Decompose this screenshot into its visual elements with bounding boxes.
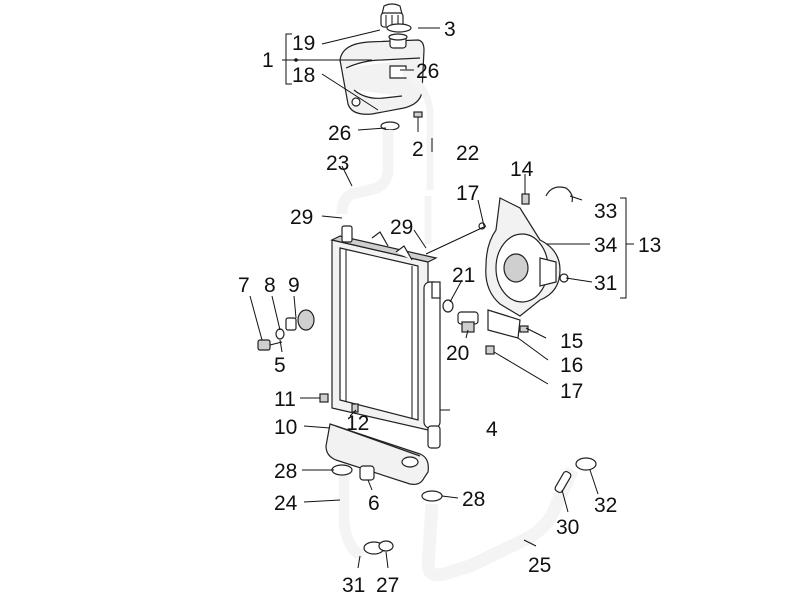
radiator [330, 225, 441, 449]
cap-seal [386, 23, 412, 33]
callout-1: 1 [262, 49, 274, 72]
fan-screws [478, 193, 569, 355]
callout-12: 12 [346, 412, 369, 435]
callout-27: 27 [376, 574, 399, 597]
callout-13: 13 [638, 234, 661, 257]
callout-20: 20 [446, 342, 469, 365]
drain-plug [359, 465, 375, 481]
fan-ring [545, 186, 573, 203]
callout-labels: 1 19 18 3 26 26 2 22 23 29 29 17 14 33 3… [238, 18, 661, 597]
callout-19: 19 [292, 32, 315, 55]
callout-29a: 29 [290, 206, 313, 229]
callout-25: 25 [528, 554, 551, 577]
callout-5: 5 [274, 354, 286, 377]
callout-24: 24 [274, 492, 298, 515]
callout-3: 3 [444, 18, 456, 41]
callout-6: 6 [368, 492, 380, 515]
callout-26b: 26 [328, 122, 351, 145]
hose-23 [336, 130, 394, 215]
callout-22: 22 [456, 142, 479, 165]
hose-22 [402, 68, 434, 244]
callout-34: 34 [594, 234, 618, 257]
callout-28b: 28 [462, 488, 485, 511]
bracket-13 [620, 197, 634, 299]
callout-17b: 17 [560, 380, 583, 403]
callout-31b: 31 [342, 574, 365, 597]
tank-clamp [380, 121, 400, 131]
fan-shroud [485, 197, 561, 339]
callout-28a: 28 [274, 460, 297, 483]
callout-31a: 31 [594, 272, 617, 295]
temperature-sensor [442, 299, 479, 333]
callout-16: 16 [560, 354, 583, 377]
callout-4: 4 [486, 418, 498, 441]
callout-30: 30 [556, 516, 579, 539]
callout-32: 32 [594, 494, 617, 517]
tank-screw [413, 111, 423, 132]
expansion-tank [339, 33, 425, 115]
callout-29b: 29 [390, 216, 413, 239]
callout-17a: 17 [456, 182, 479, 205]
callout-8: 8 [264, 274, 276, 297]
bracket-1 [282, 33, 298, 85]
callout-21: 21 [452, 264, 475, 287]
hose-24 [331, 464, 394, 561]
callout-18: 18 [292, 64, 315, 87]
callout-2: 2 [412, 138, 424, 161]
callout-10: 10 [274, 416, 297, 439]
callout-26a: 26 [416, 60, 439, 83]
callout-23: 23 [326, 152, 349, 175]
callout-14: 14 [510, 158, 534, 181]
callout-9: 9 [288, 274, 300, 297]
callout-7: 7 [238, 274, 250, 297]
hose-25 [421, 457, 597, 582]
fastener-set-left [257, 309, 315, 351]
callout-33: 33 [594, 200, 617, 223]
callout-11: 11 [274, 388, 296, 411]
leader-lines [249, 27, 599, 569]
lower-tank [325, 423, 429, 485]
callout-15: 15 [560, 330, 583, 353]
